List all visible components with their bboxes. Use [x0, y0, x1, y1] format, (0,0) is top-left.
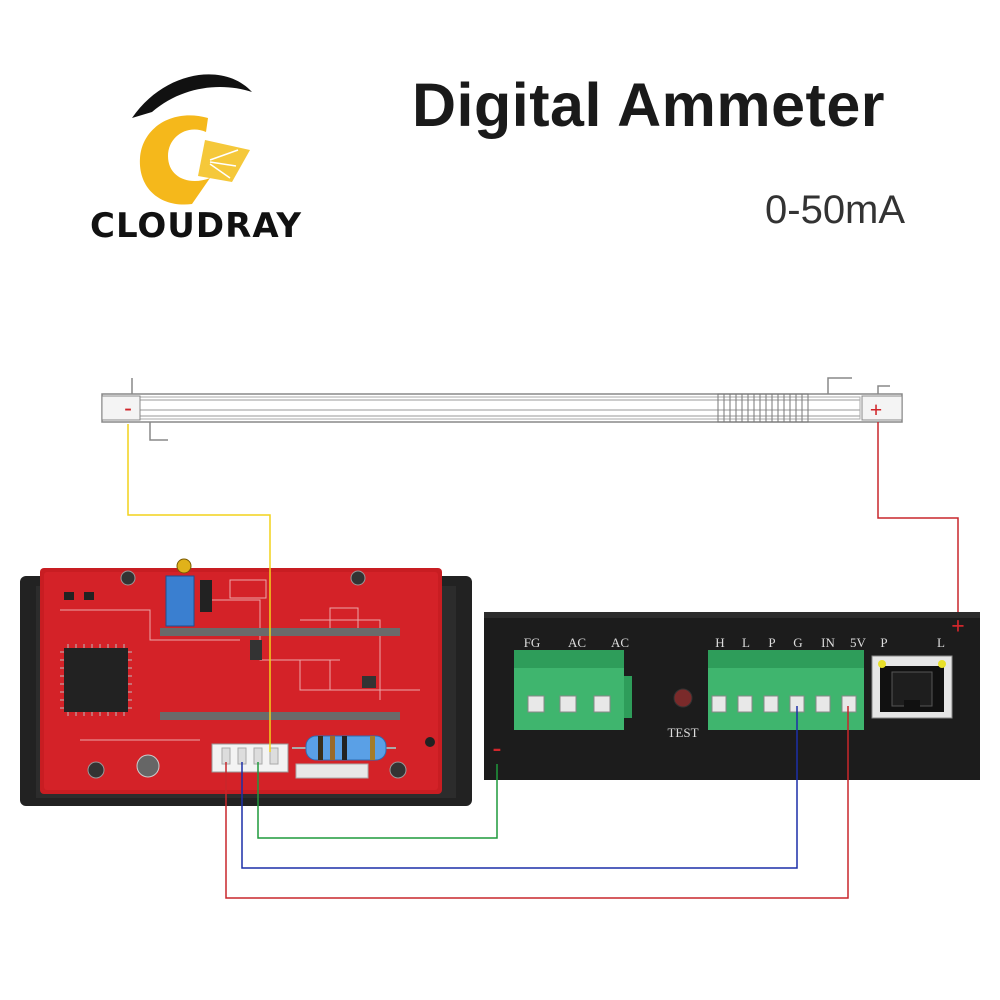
led-label-p: P: [880, 635, 887, 650]
microcontroller-chip: [60, 644, 132, 716]
terminal-label-l: L: [742, 635, 750, 650]
ammeter-connector: [211, 743, 289, 773]
wire-red-top: [877, 422, 959, 612]
rj45-port[interactable]: [871, 655, 953, 719]
terminal-label-ac1: AC: [568, 635, 586, 650]
wire-yellow: [127, 424, 271, 752]
wire-green: [257, 762, 498, 839]
terminal-label-in: IN: [821, 635, 835, 650]
test-button[interactable]: [673, 688, 693, 708]
terminal-label-h: H: [715, 635, 724, 650]
brand-name: Cloudray: [90, 206, 302, 246]
terminal-block-control: [708, 650, 864, 730]
ammeter-board: [20, 558, 472, 806]
page-subtitle: 0-50mA: [765, 188, 906, 232]
psu-positive-marker: +: [951, 614, 965, 640]
shunt-resistor: [292, 735, 396, 779]
terminal-label-5v: 5V: [850, 635, 867, 650]
led-label-l: L: [937, 635, 945, 650]
trim-potentiometer: [165, 575, 195, 627]
wire-blue: [241, 706, 798, 869]
terminal-block-ac: [514, 650, 632, 730]
tube-positive-label: +: [870, 397, 883, 422]
laser-power-supply: FG AC AC TEST H L P G IN 5V: [484, 612, 980, 780]
terminal-label-p: P: [768, 635, 775, 650]
terminal-label-fg: FG: [524, 635, 541, 650]
test-label: TEST: [667, 725, 698, 740]
tube-negative-label: -: [124, 395, 131, 420]
laser-tube: - +: [101, 377, 903, 441]
tube-coil: [717, 393, 809, 423]
page-title: Digital Ammeter: [412, 71, 886, 139]
terminal-label-ac2: AC: [611, 635, 629, 650]
psu-negative-marker: -: [493, 733, 502, 762]
terminal-label-g: G: [793, 635, 802, 650]
wire-red-bottom: [225, 706, 849, 899]
